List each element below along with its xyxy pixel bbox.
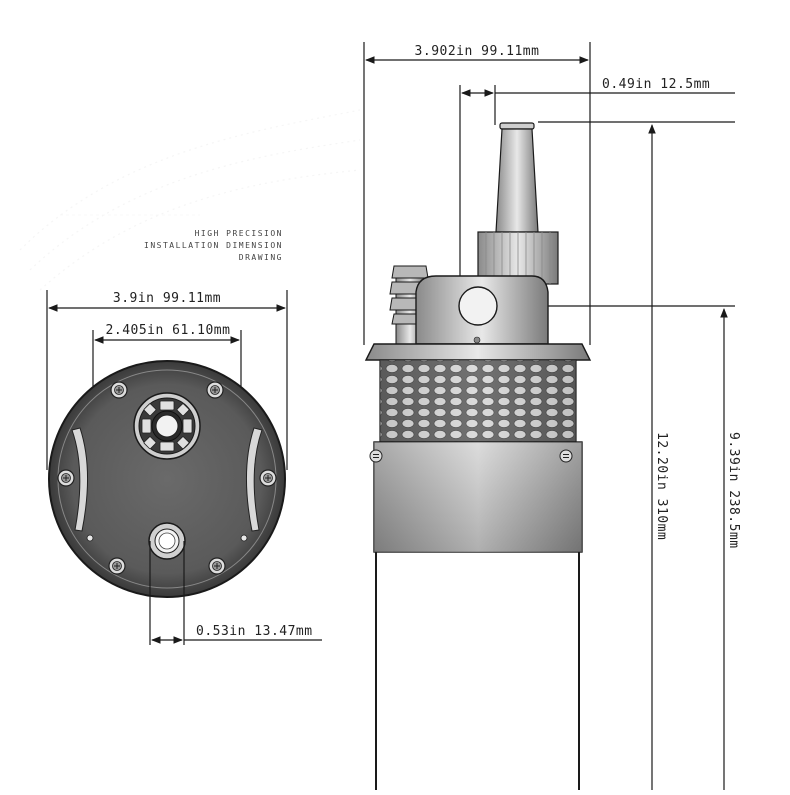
screw-icon <box>208 557 226 575</box>
screw-icon <box>259 469 277 487</box>
side-overall-width-dimension: 3.902in 99.11mm <box>365 44 589 64</box>
side-inlet-diameter-dimension: 0.49in 12.5mm <box>461 77 735 97</box>
motor-band <box>369 441 583 553</box>
right-slot <box>245 427 263 532</box>
drawing-caption: HIGH PRECISION INSTALLATION DIMENSION DR… <box>144 229 283 262</box>
impeller-hub <box>133 392 201 460</box>
front-outlet-diameter-label: 0.53in 13.47mm <box>196 624 313 639</box>
front-overall-width-dimension: 3.9in 99.11mm <box>48 291 286 312</box>
side-total-height-dimension: 12.20in 310mm <box>648 124 669 790</box>
side-inlet-diameter-label: 0.49in 12.5mm <box>602 77 710 92</box>
caption-line-1: HIGH PRECISION <box>195 229 283 238</box>
top-flange <box>364 343 592 361</box>
front-view: 3.9in 99.11mm 2.405in 61.10mm <box>46 290 322 645</box>
side-total-height-label: 12.20in 310mm <box>654 432 669 540</box>
background-watermark <box>19 109 361 291</box>
screw-icon <box>110 381 128 399</box>
front-overall-width-label: 3.9in 99.11mm <box>113 291 221 306</box>
side-view: 3.902in 99.11mm 0.49in 12.5mm 12.20in 31… <box>363 42 741 790</box>
caption-line-3: DRAWING <box>239 253 283 262</box>
screw-icon <box>206 381 224 399</box>
outlet-port <box>148 522 186 560</box>
side-overall-width-label: 3.902in 99.11mm <box>415 44 540 59</box>
pump-head-housing <box>415 275 549 345</box>
side-body-height-label: 9.39in 238.5mm <box>726 432 741 549</box>
front-bolt-spacing-label: 2.405in 61.10mm <box>106 323 231 338</box>
screw-icon <box>57 469 75 487</box>
intake-screen <box>379 359 577 443</box>
front-bolt-spacing-dimension: 2.405in 61.10mm <box>94 323 240 344</box>
screw-icon <box>559 449 573 463</box>
pump-end-plate <box>48 360 286 598</box>
screw-icon <box>369 449 383 463</box>
screw-icon <box>108 557 126 575</box>
front-screws <box>57 381 277 575</box>
left-slot <box>71 427 89 532</box>
side-body-height-dimension: 9.39in 238.5mm <box>720 308 741 790</box>
front-outlet-diameter-dimension: 0.53in 13.47mm <box>151 624 322 644</box>
outlet-port-side <box>458 286 498 326</box>
caption-line-2: INSTALLATION DIMENSION <box>144 241 283 250</box>
inlet-tube <box>495 122 539 233</box>
